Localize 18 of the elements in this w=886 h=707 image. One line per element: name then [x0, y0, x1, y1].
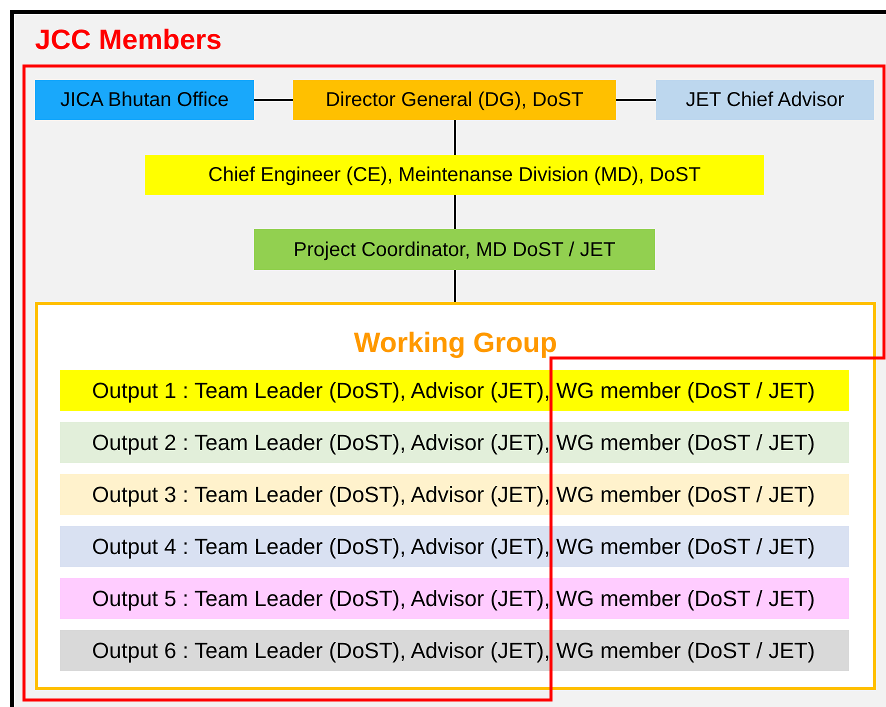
- output-row: Output 1 : Team Leader (DoST), Advisor (JET), WG member (DoST / JET): [60, 370, 849, 411]
- output-row: Output 6 : Team Leader (DoST), Advisor (JET), WG member (DoST / JET): [60, 630, 849, 671]
- connector-line: [254, 99, 293, 101]
- connector-line: [454, 270, 456, 302]
- output-row: Output 2 : Team Leader (DoST), Advisor (JET), WG member (DoST / JET): [60, 422, 849, 463]
- role-box: JICA Bhutan Office: [35, 80, 254, 120]
- role-box: Chief Engineer (CE), Meintenanse Division (MD), DoST: [145, 155, 764, 195]
- connector-line: [454, 195, 456, 229]
- output-row: Output 4 : Team Leader (DoST), Advisor (JET), WG member (DoST / JET): [60, 526, 849, 567]
- role-box: Director General (DG), DoST: [293, 80, 616, 120]
- role-box: Project Coordinator, MD DoST / JET: [254, 229, 655, 270]
- region-heading: JCC Members: [35, 24, 222, 56]
- group-heading: Working Group: [352, 327, 558, 359]
- connector-line: [454, 120, 456, 155]
- connector-line: [616, 99, 656, 101]
- output-row: Output 5 : Team Leader (DoST), Advisor (JET), WG member (DoST / JET): [60, 578, 849, 619]
- role-box: JET Chief Advisor: [656, 80, 874, 120]
- output-row: Output 3 : Team Leader (DoST), Advisor (JET), WG member (DoST / JET): [60, 474, 849, 515]
